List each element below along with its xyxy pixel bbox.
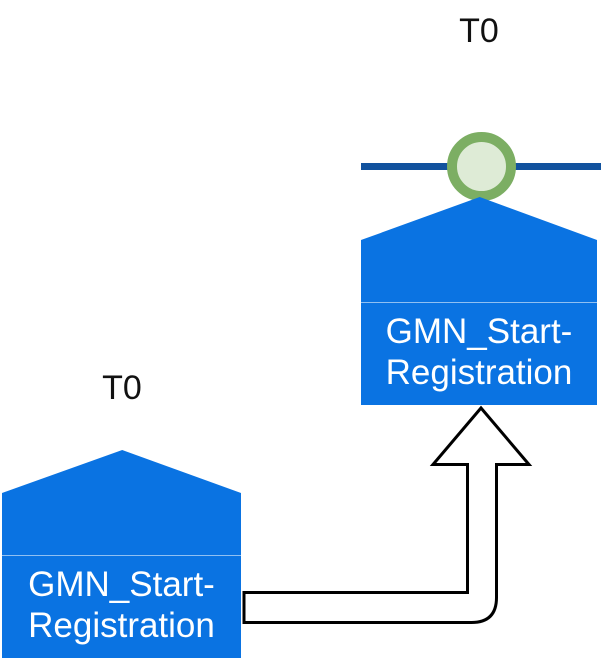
target-node-divider: [361, 301, 597, 303]
target-node-label: GMN_Start- Registration: [361, 302, 597, 405]
connector-arrow-path[interactable]: [242, 405, 533, 624]
target-node-label-line1: GMN_Start-: [385, 312, 573, 352]
source-node-divider: [2, 554, 241, 556]
source-node-label: GMN_Start- Registration: [2, 555, 241, 658]
target-node-label-line2: Registration: [385, 353, 573, 393]
target-node-time-label: T0: [459, 12, 499, 50]
source-node-label-line1: GMN_Start-: [28, 565, 215, 605]
source-node-time-label: T0: [102, 369, 142, 407]
source-node-label-line2: Registration: [28, 606, 215, 646]
source-activity-node[interactable]: GMN_Start- Registration: [2, 450, 241, 658]
event-marker-circle-icon: [447, 132, 516, 201]
target-activity-node[interactable]: GMN_Start- Registration: [361, 197, 597, 405]
